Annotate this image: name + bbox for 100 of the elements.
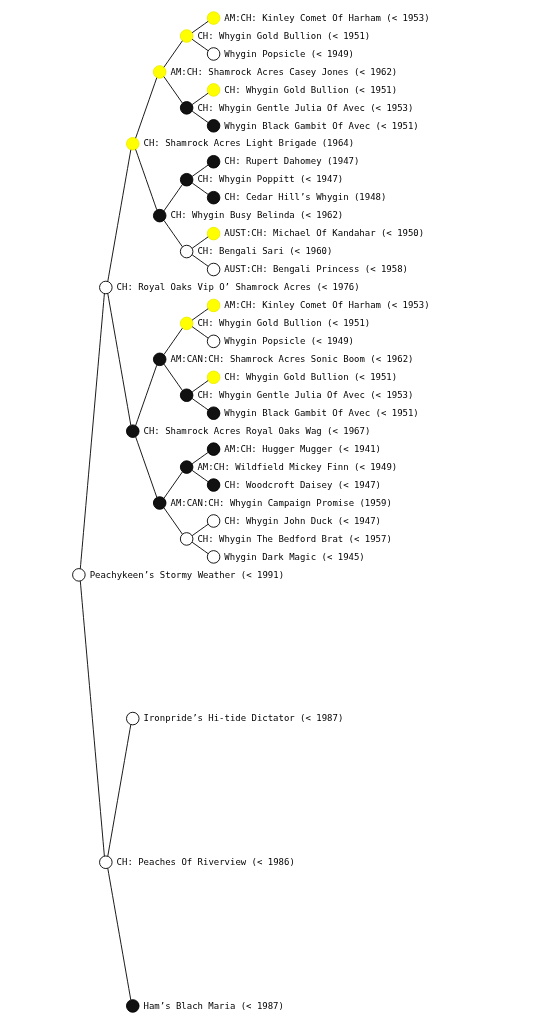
node-circle xyxy=(179,172,193,187)
node-circle xyxy=(206,226,220,241)
node-label: CH: Shamrock Acres Light Brigade (1964) xyxy=(143,138,354,149)
node-circle xyxy=(125,999,139,1013)
node-label: Whygin Black Gambit Of Avec (< 1951) xyxy=(223,120,419,131)
node-circle xyxy=(125,424,139,438)
node-label: Peachykeen’s Stormy Weather (< 1991) xyxy=(89,569,284,580)
node-label: AM:CH: Kinley Comet Of Harham (< 1953) xyxy=(223,12,430,23)
node-circle xyxy=(152,65,166,79)
node-circle xyxy=(179,244,193,259)
node-circle xyxy=(206,514,220,528)
node-label: CH: Whygin Gold Bullion (< 1951) xyxy=(223,84,397,95)
node-circle xyxy=(152,496,166,510)
node-circle xyxy=(206,442,220,456)
connector xyxy=(79,580,105,857)
connector xyxy=(191,236,209,249)
node-label: AUST:CH: Michael Of Kandahar (< 1950) xyxy=(223,228,424,239)
node-circle xyxy=(206,298,220,313)
node-circle xyxy=(179,460,193,474)
node-circle xyxy=(98,855,113,869)
node-circle xyxy=(98,280,113,295)
connector xyxy=(134,364,157,426)
node-label: CH: Woodcroft Daisey (< 1947) xyxy=(223,479,381,490)
node-circle xyxy=(206,11,220,25)
node-label: AM:CH: Shamrock Acres Casey Jones (< 1962) xyxy=(169,66,397,77)
node-label: CH: Whygin Gold Bullion (< 1951) xyxy=(223,371,397,382)
node-circle xyxy=(179,101,193,115)
node-label: CH: Whygin John Duck (< 1947) xyxy=(223,515,381,526)
node-label: CH: Whygin Busy Belinda (< 1962) xyxy=(169,210,343,221)
connector xyxy=(191,523,209,537)
connector xyxy=(134,77,157,139)
node-circle xyxy=(179,388,193,402)
connector xyxy=(106,293,131,426)
node-label: AM:CH: Wildfield Mickey Finn (< 1949) xyxy=(196,461,397,472)
connector xyxy=(106,149,131,282)
node-label: CH: Cedar Hill’s Whygin (1948) xyxy=(223,192,386,203)
node-circle xyxy=(125,137,139,151)
node-circle xyxy=(152,352,166,367)
node-label: Whygin Popsicle (< 1949) xyxy=(223,336,354,347)
connector xyxy=(162,363,183,391)
connector xyxy=(106,724,131,857)
connector xyxy=(191,182,209,195)
node-label: CH: Whygin Gentle Julia Of Avec (< 1953) xyxy=(196,102,413,113)
node-label: Whygin Black Gambit Of Avec (< 1951) xyxy=(223,407,419,418)
node-label: Ironpride’s Hi-tide Dictator (< 1987) xyxy=(143,713,343,724)
node-label: Whygin Popsicle (< 1949) xyxy=(223,48,354,59)
node-label: CH: Whygin Gentle Julia Of Avec (< 1953) xyxy=(196,389,413,400)
connector xyxy=(106,867,131,1001)
node-circle xyxy=(206,550,220,564)
node-circle xyxy=(206,334,220,349)
node-label: AM:CH: Hugger Mugger (< 1941) xyxy=(223,443,381,454)
node-label: AM:CAN:CH: Whygin Campaign Promise (1959) xyxy=(169,497,392,508)
node-circle xyxy=(206,262,220,277)
node-label: CH: Whygin Gold Bullion (< 1951) xyxy=(196,30,370,41)
connector xyxy=(191,38,209,52)
connector xyxy=(162,507,183,535)
connector xyxy=(191,110,209,123)
node-circle xyxy=(206,190,220,205)
connector xyxy=(162,471,183,499)
node-label: AUST:CH: Bengali Princess (< 1958) xyxy=(223,264,408,275)
connector xyxy=(162,327,183,356)
connector xyxy=(191,451,209,465)
node-label: CH: Shamrock Acres Royal Oaks Wag (< 1967) xyxy=(143,425,370,436)
connector xyxy=(191,469,209,483)
node-label: CH: Rupert Dahomey (1947) xyxy=(223,156,359,167)
connector xyxy=(162,184,183,212)
node-circle xyxy=(206,119,220,133)
node-label: CH: Bengali Sari (< 1960) xyxy=(196,246,332,257)
node-label: CH: Royal Oaks Vip O’ Shamrock Acres (< 1976) xyxy=(116,282,360,293)
node-circle xyxy=(206,83,220,97)
connector xyxy=(191,92,209,105)
connector xyxy=(191,541,209,555)
connector xyxy=(191,326,209,339)
connector xyxy=(191,164,209,177)
node-label: CH: Whygin The Bedford Brat (< 1957) xyxy=(196,533,392,544)
node-circle xyxy=(206,406,220,420)
connector xyxy=(162,219,183,248)
node-circle xyxy=(71,568,86,582)
node-circle xyxy=(206,370,220,384)
node-circle xyxy=(179,532,193,546)
node-label: CH: Whygin Gold Bullion (< 1951) xyxy=(196,318,370,329)
node-label: CH: Whygin Poppitt (< 1947) xyxy=(196,174,343,185)
node-circle xyxy=(179,29,193,43)
connector xyxy=(162,40,183,68)
node-label: Ham’s Blach Maria (< 1987) xyxy=(143,1000,284,1011)
connector xyxy=(191,254,209,267)
connector xyxy=(191,380,209,393)
node-circle xyxy=(206,155,220,169)
connector xyxy=(134,436,157,498)
node-circle xyxy=(206,478,220,492)
node-circle xyxy=(125,711,139,726)
connector xyxy=(191,308,209,321)
connector xyxy=(79,293,105,570)
connector xyxy=(134,148,157,211)
node-circle xyxy=(152,208,166,223)
connector xyxy=(191,20,209,34)
node-label: AM:CAN:CH: Shamrock Acres Sonic Boom (< 1962) xyxy=(169,354,413,365)
node-circle xyxy=(179,316,193,331)
connector xyxy=(191,398,209,411)
node-label: CH: Peaches Of Riverview (< 1986) xyxy=(116,856,295,867)
